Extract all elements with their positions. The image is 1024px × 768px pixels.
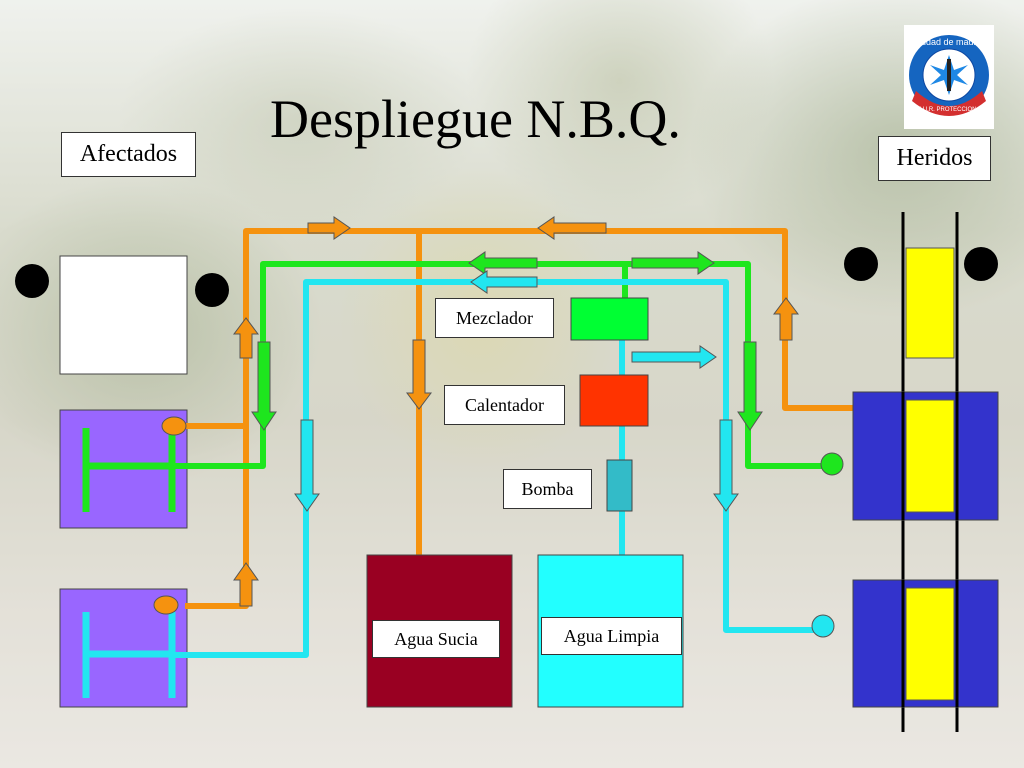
green-arrow-right — [631, 251, 715, 275]
cyan-arrow-down-right — [713, 419, 739, 512]
slide-title: Despliegue N.B.Q. — [270, 89, 681, 149]
afectados-label: Afectados — [61, 132, 196, 177]
agua-limpia-label: Agua Limpia — [541, 617, 682, 655]
right-dot-left — [844, 247, 878, 281]
green-connector-right — [820, 452, 844, 476]
calentador-box — [579, 374, 649, 427]
orange-connector-top — [161, 416, 187, 436]
green-arrow-down-right — [737, 341, 763, 431]
green-arrow-down-left — [251, 341, 277, 431]
orange-arrow-left — [537, 216, 607, 240]
mezclador-label: Mezclador — [435, 298, 554, 338]
left-outer-dot — [15, 264, 49, 298]
samur-proteccion-civil-logo: ciudad de madrid S.A.M.U.R. PROTECCION C… — [904, 25, 994, 129]
right-dot-right — [964, 247, 998, 281]
stretcher-yellow-top — [905, 247, 955, 359]
orange-arrow-up-left-top — [233, 317, 259, 359]
orange-arrow-up-left-bottom — [233, 562, 259, 607]
heridos-label: Heridos — [878, 136, 991, 181]
stretcher-yellow-middle — [905, 399, 955, 513]
cyan-arrow-left — [470, 270, 538, 294]
bomba-box — [606, 459, 633, 512]
logo-bottom-text: S.A.M.U.R. PROTECCION CIVIL — [905, 107, 994, 113]
orange-arrow-right — [307, 216, 351, 240]
green-arrow-left — [468, 251, 538, 275]
orange-arrow-down-center — [406, 339, 432, 410]
agua-sucia-label: Agua Sucia — [372, 620, 500, 658]
stretcher-yellow-bottom — [905, 587, 955, 701]
cyan-arrow-right — [631, 345, 717, 369]
afectados-white-box — [59, 255, 188, 375]
cyan-connector-right — [811, 614, 835, 638]
orange-arrow-up-right — [773, 297, 799, 341]
cyan-arrow-down-left — [294, 419, 320, 512]
flow-arrows — [233, 216, 799, 607]
left-inner-dot — [195, 273, 229, 307]
orange-connector-bottom — [153, 595, 179, 615]
mezclador-box — [570, 297, 649, 341]
bomba-label: Bomba — [503, 469, 592, 509]
logo-top-text: ciudad de madrid — [914, 37, 983, 47]
calentador-label: Calentador — [444, 385, 565, 425]
